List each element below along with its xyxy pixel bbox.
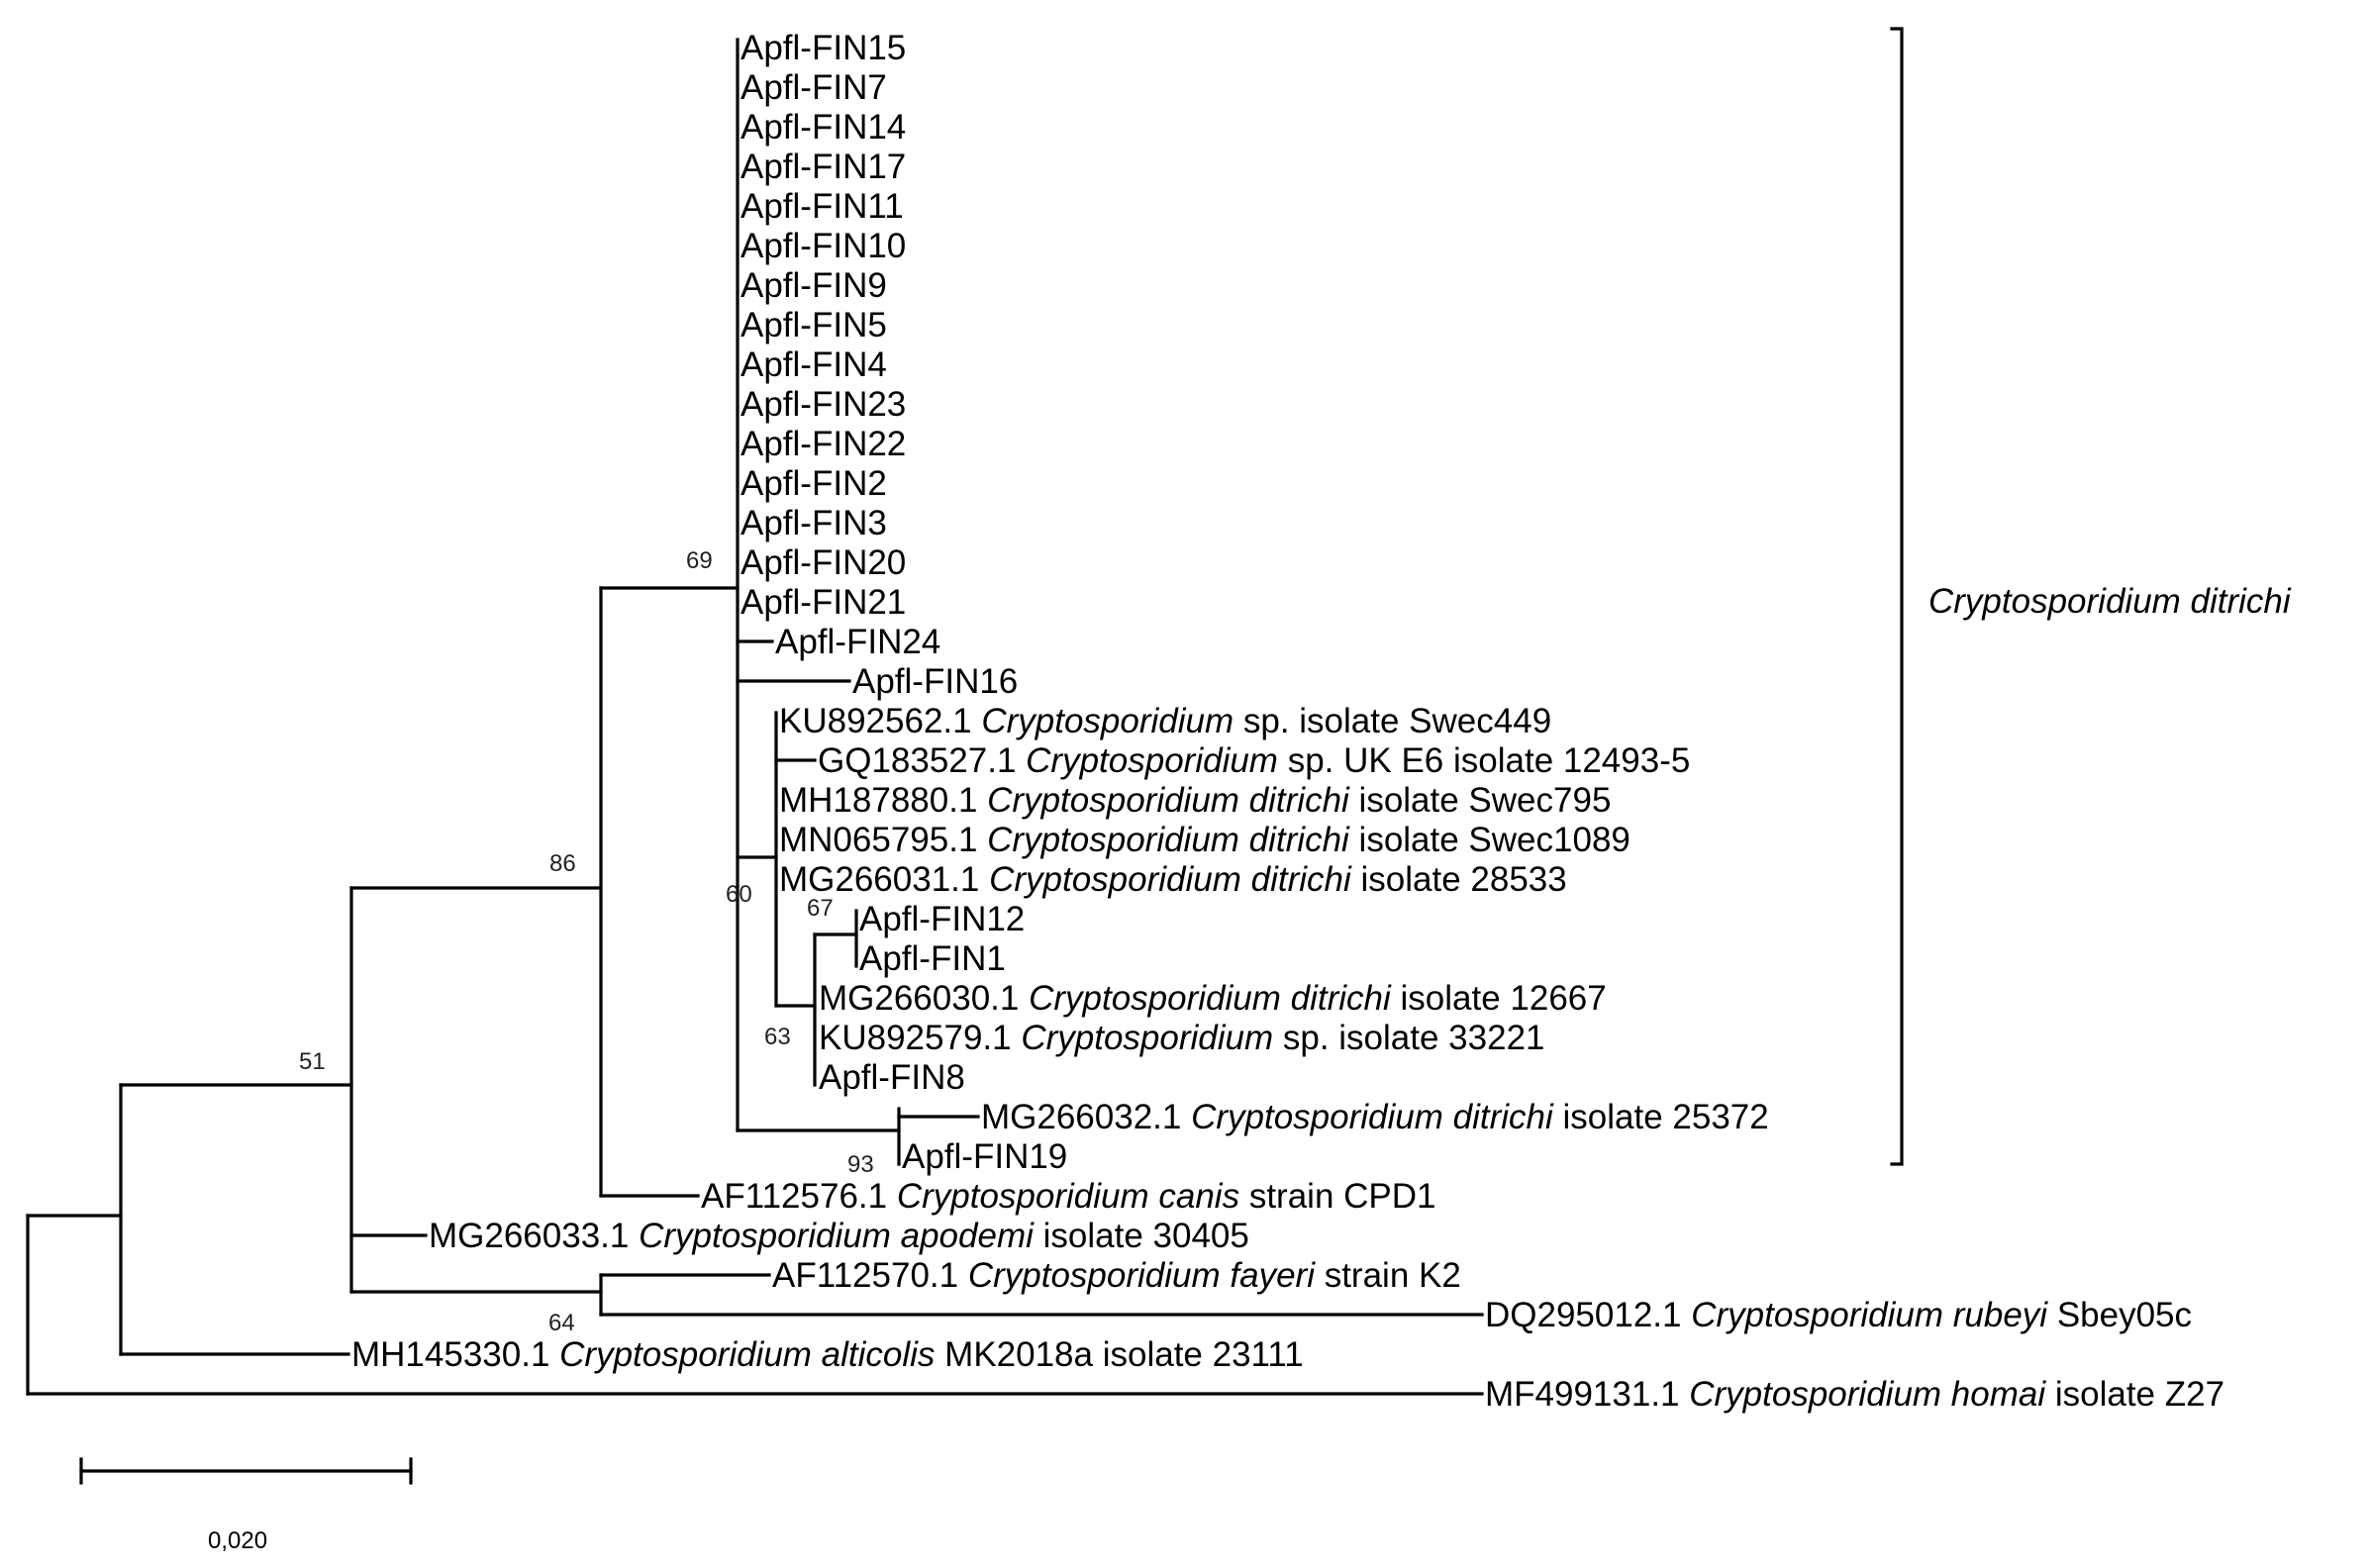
tip-label-gq183527: GQ183527.1 Cryptosporidium sp. UK E6 iso…	[818, 741, 1690, 780]
bootstrap-63: 63	[764, 1024, 791, 1050]
scale-bar-label: 0,020	[208, 1527, 267, 1554]
tip-label-af112570: AF112570.1 Cryptosporidium fayeri strain…	[772, 1256, 1461, 1295]
tip-label-fin24: Apfl-FIN24	[775, 623, 940, 661]
clade-label: Cryptosporidium ditrichi	[1928, 582, 2292, 621]
tip-label-fin14: Apfl-FIN14	[741, 108, 906, 147]
clade-bracket	[1890, 27, 1904, 1166]
tip-label-fin16: Apfl-FIN16	[852, 662, 1018, 701]
tree-branches	[26, 38, 1484, 1396]
tip-label-fin3: Apfl-FIN3	[741, 504, 887, 542]
bootstrap-69: 69	[686, 547, 713, 574]
tip-label-mh145330: MH145330.1 Cryptosporidium alticolis MK2…	[351, 1335, 1304, 1374]
tip-label-mg266030: MG266030.1 Cryptosporidium ditrichi isol…	[819, 979, 1607, 1018]
tip-label-mh187880: MH187880.1 Cryptosporidium ditrichi isol…	[779, 781, 1611, 820]
tip-label-fin1: Apfl-FIN1	[859, 939, 1006, 978]
bootstrap-86: 86	[549, 850, 576, 877]
bootstrap-60: 60	[726, 881, 752, 908]
bootstrap-93: 93	[847, 1151, 874, 1178]
scale-bar	[79, 1457, 413, 1485]
tip-label-ku892579: KU892579.1 Cryptosporidium sp. isolate 3…	[819, 1019, 1545, 1057]
tip-label-fin23: Apfl-FIN23	[741, 385, 906, 424]
tip-label-fin20: Apfl-FIN20	[741, 543, 906, 582]
tip-label-fin8: Apfl-FIN8	[819, 1058, 965, 1097]
tip-label-mg266031: MG266031.1 Cryptosporidium ditrichi isol…	[779, 860, 1567, 899]
bootstrap-64: 64	[548, 1310, 575, 1336]
tip-label-fin11: Apfl-FIN11	[741, 187, 904, 226]
bootstrap-labels: 69 86 60 67 63 93 51 64	[299, 547, 874, 1336]
tip-label-fin9: Apfl-FIN9	[741, 266, 887, 305]
tip-label-mg266033: MG266033.1 Cryptosporidium apodemi isola…	[429, 1217, 1249, 1255]
tip-label-fin15: Apfl-FIN15	[741, 29, 906, 67]
tip-label-mn065795: MN065795.1 Cryptosporidium ditrichi isol…	[779, 821, 1630, 859]
tip-label-dq295012: DQ295012.1 Cryptosporidium rubeyi Sbey05…	[1485, 1296, 2192, 1334]
tip-label-fin5: Apfl-FIN5	[741, 306, 887, 344]
tip-label-mg266032: MG266032.1 Cryptosporidium ditrichi isol…	[981, 1098, 1769, 1136]
tip-label-mf499131: MF499131.1 Cryptosporidium homai isolate…	[1485, 1375, 2224, 1414]
tip-label-fin12: Apfl-FIN12	[859, 900, 1025, 938]
tip-label-fin7: Apfl-FIN7	[741, 68, 887, 107]
bootstrap-51: 51	[299, 1048, 326, 1075]
tip-label-fin4: Apfl-FIN4	[741, 345, 887, 384]
tip-label-ku892562: KU892562.1 Cryptosporidium sp. isolate S…	[779, 702, 1551, 740]
bootstrap-67: 67	[807, 895, 834, 922]
tip-label-fin19: Apfl-FIN19	[902, 1137, 1067, 1176]
tip-label-fin21: Apfl-FIN21	[741, 583, 906, 622]
tip-label-fin2: Apfl-FIN2	[741, 464, 887, 503]
tip-label-fin10: Apfl-FIN10	[741, 227, 906, 265]
tip-label-fin17: Apfl-FIN17	[741, 147, 906, 186]
tip-label-af112576: AF112576.1 Cryptosporidium canis strain …	[701, 1177, 1436, 1216]
tip-label-fin22: Apfl-FIN22	[741, 425, 906, 463]
tip-labels: Apfl-FIN15Apfl-FIN7Apfl-FIN14Apfl-FIN17A…	[351, 29, 2224, 1414]
